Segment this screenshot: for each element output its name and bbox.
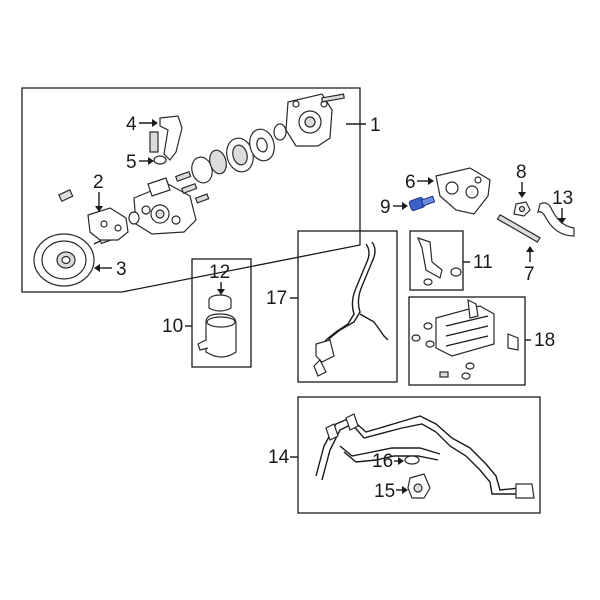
- bracket[interactable]: [87, 207, 129, 241]
- callout-11: 11: [473, 252, 493, 273]
- reservoir-cap[interactable]: [208, 294, 232, 312]
- oil-cooler[interactable]: [435, 298, 519, 357]
- callout-8: 8: [516, 162, 527, 183]
- pump-group-outline: [21, 87, 361, 293]
- hose-assembly-box: [297, 396, 541, 514]
- clip-bracket[interactable]: [416, 237, 443, 279]
- reservoir-tank[interactable]: [197, 313, 237, 358]
- stud-bolt[interactable]: [496, 213, 541, 243]
- pressure-line-box: [297, 230, 398, 383]
- callout-12: 12: [209, 262, 230, 283]
- nut[interactable]: [513, 201, 531, 217]
- callout-4: 4: [126, 114, 137, 135]
- callout-15: 15: [374, 481, 395, 502]
- callout-2: 2: [93, 172, 104, 193]
- cooler-group: 18: [408, 296, 555, 386]
- pressure-line[interactable]: [313, 241, 389, 377]
- callout-14: 14: [268, 447, 290, 468]
- hose-assembly[interactable]: [315, 413, 535, 499]
- callout-5: 5: [126, 152, 137, 173]
- hose-clamp[interactable]: [404, 455, 420, 465]
- return-hose[interactable]: [537, 202, 575, 237]
- pressure-plate[interactable]: [246, 126, 277, 163]
- o-ring[interactable]: [153, 155, 167, 165]
- pulley[interactable]: [33, 233, 95, 287]
- hose-assembly-group: 14 16 15: [268, 396, 541, 514]
- pump-mount-bracket[interactable]: [435, 167, 491, 215]
- callout-1: 1: [370, 115, 381, 136]
- clip-bracket-box: [409, 230, 464, 291]
- callout-6: 6: [405, 172, 416, 193]
- callout-13: 13: [552, 188, 573, 209]
- cooler-box: [408, 296, 526, 386]
- clip-bracket-group: 11: [409, 230, 493, 291]
- callout-18: 18: [534, 330, 555, 351]
- callout-7: 7: [524, 264, 535, 285]
- reservoir-group: 12 10: [162, 258, 252, 368]
- callout-16: 16: [372, 451, 393, 472]
- callout-17: 17: [266, 288, 287, 309]
- callout-9: 9: [380, 197, 391, 218]
- callout-10: 10: [162, 316, 183, 337]
- hose-fitting[interactable]: [407, 473, 431, 499]
- highlighted-bolt[interactable]: [408, 195, 436, 212]
- pump-body[interactable]: [133, 177, 197, 235]
- pressure-fitting[interactable]: [149, 115, 183, 161]
- cam-ring[interactable]: [223, 135, 257, 175]
- pump-assembly-group: 1 2 3 4 5: [21, 87, 381, 293]
- callout-3: 3: [116, 259, 127, 280]
- pressure-line-group: 17: [266, 230, 398, 383]
- rear-housing[interactable]: [285, 93, 333, 147]
- reservoir-box: [191, 258, 252, 368]
- mount-bracket-group: 6 9 7 8 13: [380, 162, 575, 285]
